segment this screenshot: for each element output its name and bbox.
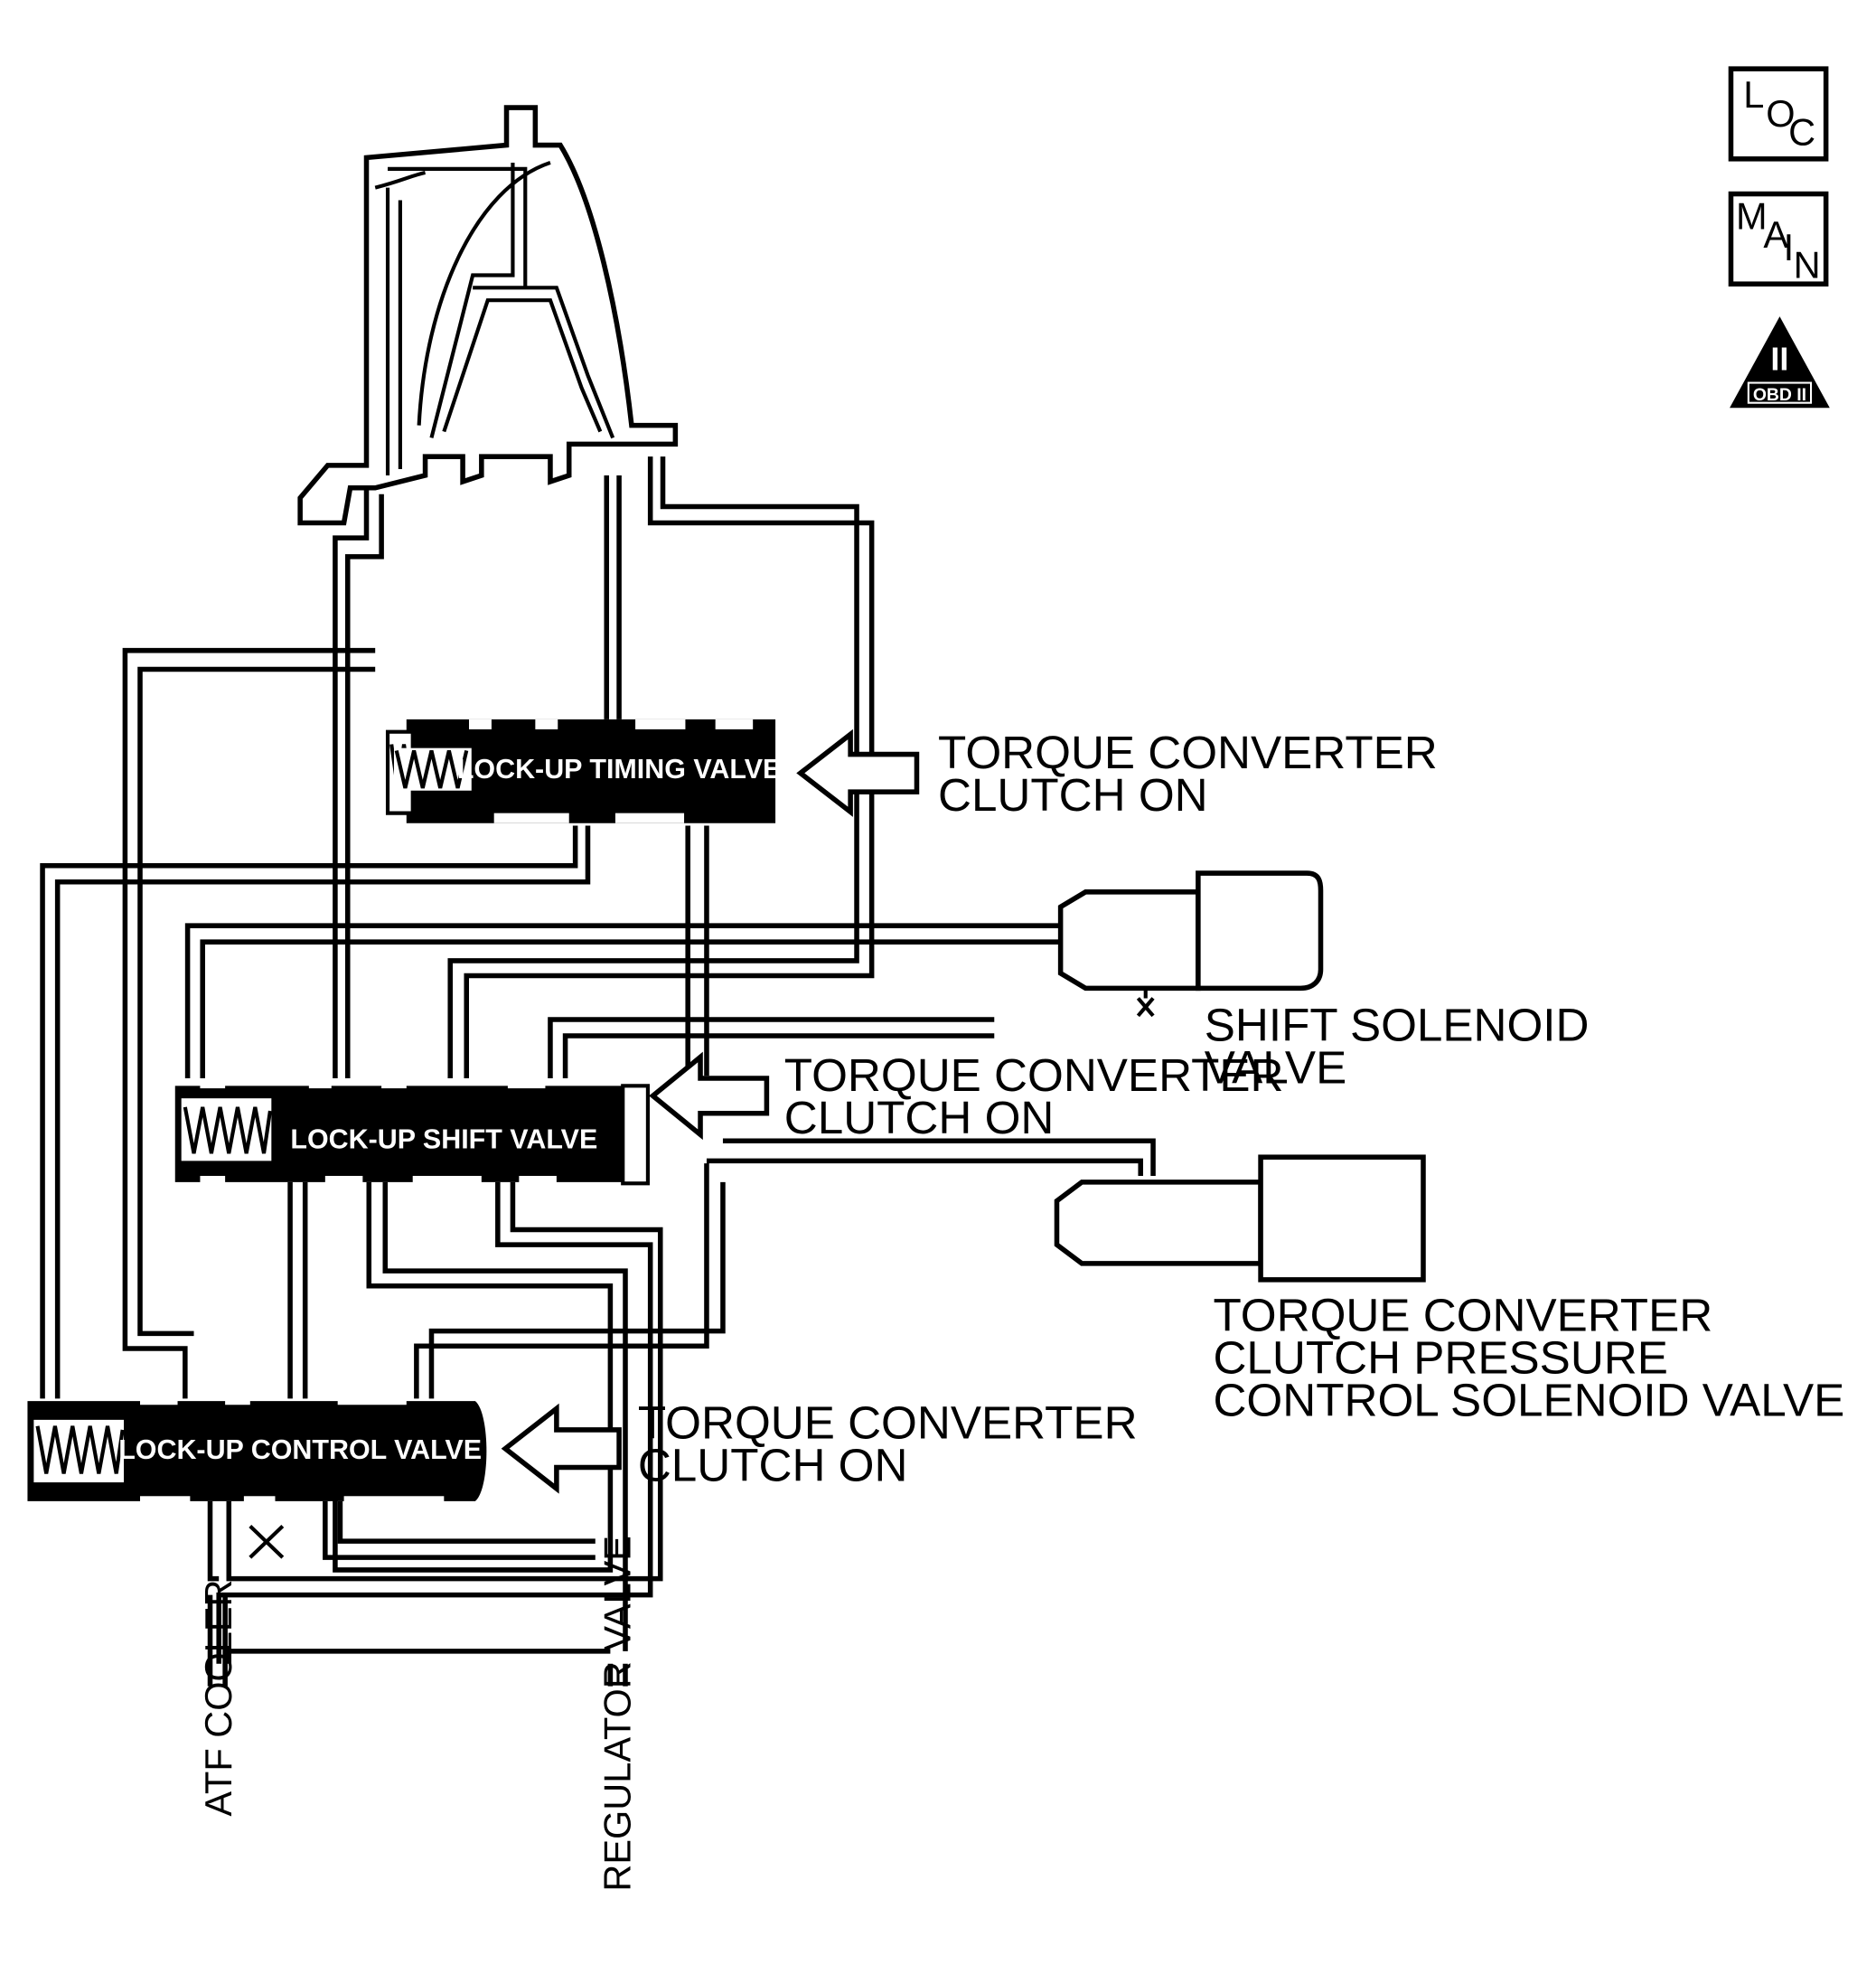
arrow-icon-shift bbox=[649, 1051, 770, 1141]
loc-letter-l: L bbox=[1743, 73, 1764, 116]
main-letter-n: N bbox=[1794, 243, 1821, 286]
torque-converter bbox=[297, 105, 679, 526]
control-valve-label: LOCK-UP CONTROL VALVE bbox=[118, 1434, 482, 1465]
tcc-on-label-1-line1: TORQUE CONVERTER bbox=[938, 727, 1438, 778]
arrow-icon-timing bbox=[796, 728, 920, 817]
tcc-on-label-2-line1: TORQUE CONVERTER bbox=[784, 1049, 1284, 1101]
arrow-icon-control bbox=[501, 1403, 622, 1494]
timing-valve-label: LOCK-UP TIMING VALVE bbox=[457, 754, 782, 785]
lockup-timing-valve: LOCK-UP TIMING VALVE bbox=[385, 719, 782, 823]
pressure-solenoid-label-line3: CONTROL SOLENOID VALVE bbox=[1213, 1375, 1844, 1426]
shift-solenoid-label-line2: VALVE bbox=[1205, 1042, 1346, 1094]
tcc-on-label-2-line2: CLUTCH ON bbox=[784, 1092, 1055, 1143]
main-letter-i: I bbox=[1784, 226, 1795, 268]
lockup-control-valve[interactable]: LOCK-UP CONTROL VALVE bbox=[27, 1395, 487, 1507]
tcc-on-label-3-line2: CLUTCH ON bbox=[638, 1440, 908, 1491]
tcc-pressure-control-solenoid-valve[interactable] bbox=[1054, 1154, 1426, 1283]
regulator-valve-label: REGULATOR VALVE bbox=[596, 1536, 639, 1892]
shift-valve-label: LOCK-UP SHIFT VALVE bbox=[290, 1124, 597, 1155]
lockup-shift-valve[interactable]: LOCK-UP SHIFT VALVE bbox=[174, 1078, 650, 1187]
pressure-solenoid-label-line2: CLUTCH PRESSURE bbox=[1213, 1332, 1667, 1384]
atf-cooler-label: ATF COOLER bbox=[197, 1579, 239, 1816]
main-letter-a: A bbox=[1763, 213, 1788, 256]
obd-label: OBD II bbox=[1753, 385, 1806, 405]
loc-icon[interactable]: L O C bbox=[1728, 66, 1829, 162]
fluid-passages bbox=[40, 456, 1156, 1687]
shift-solenoid-label-line1: SHIFT SOLENOID bbox=[1205, 1000, 1590, 1051]
obd-roman-numeral: II bbox=[1770, 341, 1788, 378]
obd-ii-icon[interactable]: II OBD II bbox=[1730, 316, 1830, 409]
tcc-on-label-3-line1: TORQUE CONVERTER bbox=[638, 1397, 1138, 1449]
pressure-solenoid-label-line1: TORQUE CONVERTER bbox=[1213, 1290, 1712, 1341]
shift-solenoid-valve[interactable] bbox=[1057, 870, 1324, 992]
loc-letter-c: C bbox=[1788, 111, 1815, 154]
loc-letter-o: O bbox=[1766, 92, 1795, 135]
main-icon[interactable]: M A I N bbox=[1728, 191, 1829, 287]
main-letter-m: M bbox=[1736, 194, 1768, 237]
tcc-on-label-1-line2: CLUTCH ON bbox=[938, 769, 1208, 821]
